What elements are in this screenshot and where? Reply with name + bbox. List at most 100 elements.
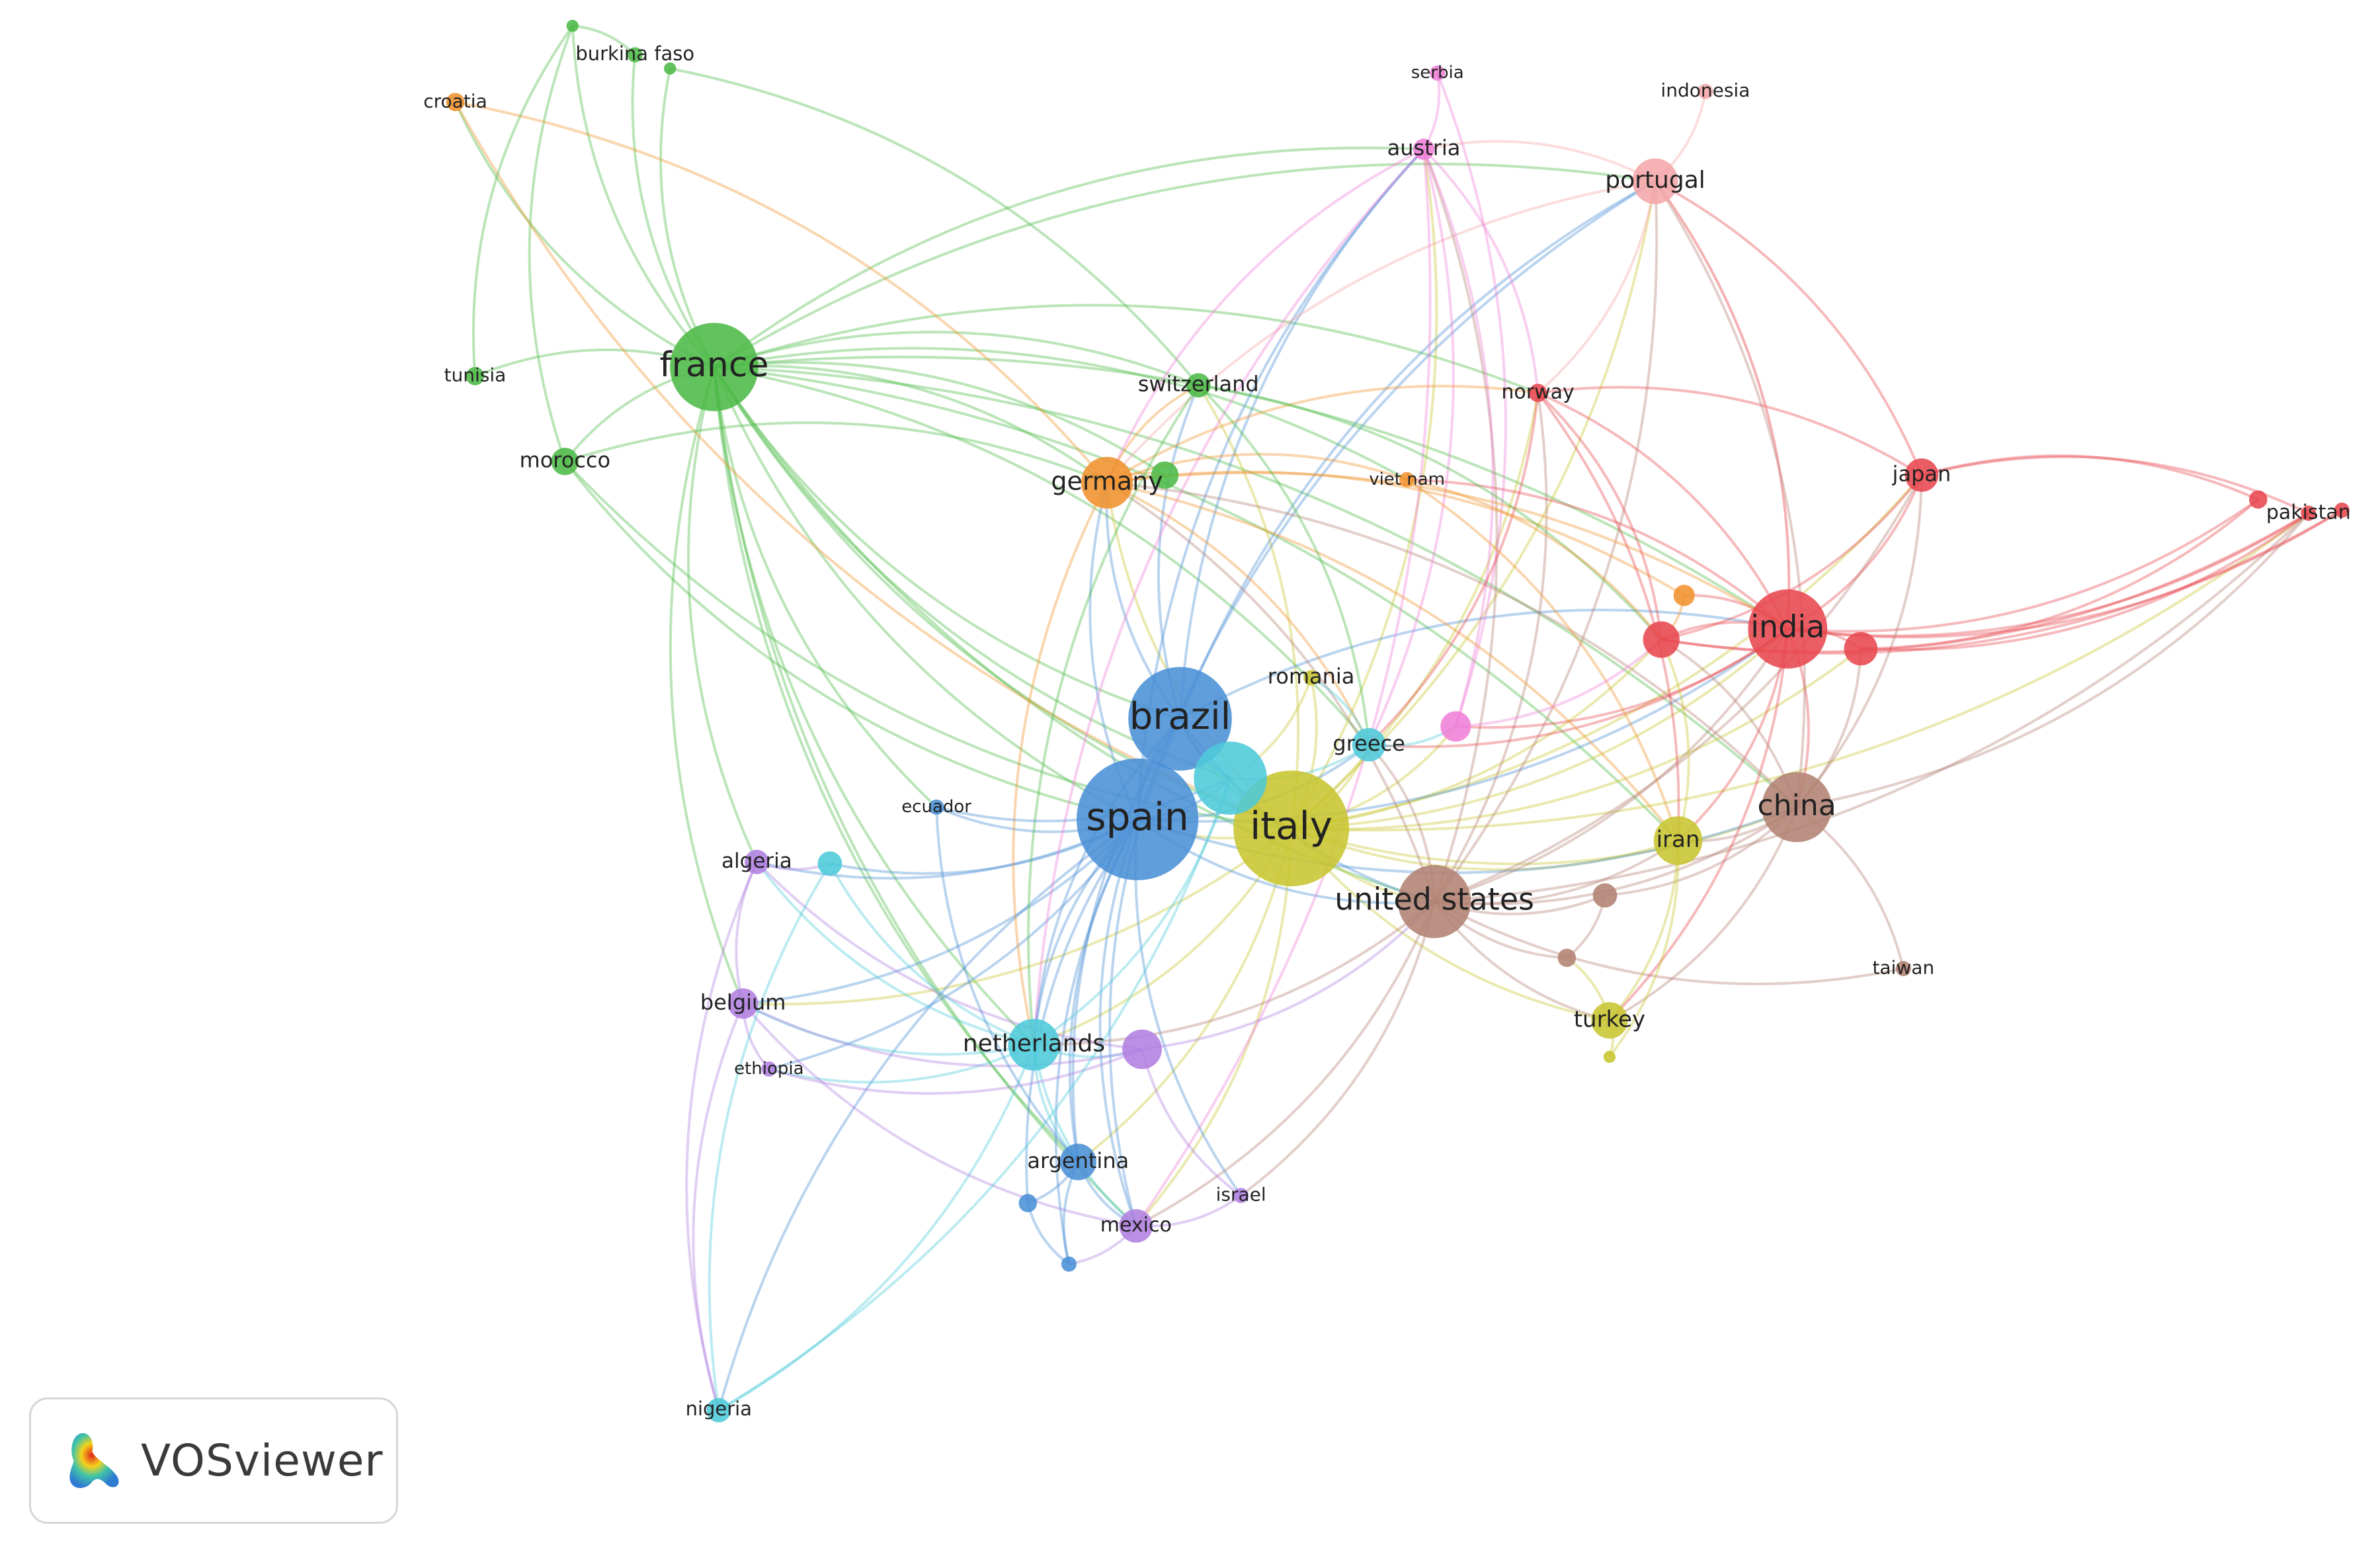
link-u_purple_nl-israel xyxy=(1141,1049,1242,1197)
node-algeria[interactable] xyxy=(745,849,769,874)
node-taiwan[interactable] xyxy=(1895,961,1911,976)
node-india[interactable] xyxy=(1748,589,1828,669)
link-burkina_faso-u_green_top xyxy=(572,24,636,56)
node-u-green-bf[interactable] xyxy=(664,62,677,75)
node-u-brown-1[interactable] xyxy=(1592,883,1618,908)
node-germany[interactable] xyxy=(1081,456,1133,509)
link-india-portugal xyxy=(1654,180,1791,630)
link-china-pakistan xyxy=(1796,512,2310,809)
node-u-green-top[interactable] xyxy=(566,19,579,32)
label-united-states: united states xyxy=(1334,882,1534,917)
link-u_purple_nl-ethiopia xyxy=(768,1048,1143,1095)
node-u-green-germany[interactable] xyxy=(1151,461,1179,489)
node-brazil[interactable] xyxy=(1128,667,1232,771)
node-turkey[interactable] xyxy=(1591,1002,1628,1039)
link-portugal-norway xyxy=(1537,181,1657,394)
node-u-purple-nl[interactable] xyxy=(1122,1029,1162,1069)
node-nigeria[interactable] xyxy=(706,1397,731,1423)
node-romania[interactable] xyxy=(1303,670,1319,686)
label-ecuador: ecuador xyxy=(901,797,971,817)
node-u-red-pk[interactable] xyxy=(2249,490,2268,509)
link-u_red_pk-u_red_2 xyxy=(1860,498,2260,650)
node-mexico[interactable] xyxy=(1119,1209,1153,1243)
node-croatia[interactable] xyxy=(446,93,465,112)
node-belgium[interactable] xyxy=(727,988,759,1019)
link-germany-india xyxy=(1106,471,1789,630)
label-portugal: portugal xyxy=(1605,167,1705,194)
node-u-cyan-algeria[interactable] xyxy=(817,851,842,876)
link-austria-mexico xyxy=(1135,149,1432,1227)
node-ecuador[interactable] xyxy=(928,799,944,815)
link-u_purple_nl-algeria xyxy=(755,860,1143,1051)
node-serbia[interactable] xyxy=(1430,65,1446,81)
node-spain[interactable] xyxy=(1077,758,1199,880)
node-norway[interactable] xyxy=(1528,384,1547,402)
node-ethiopia[interactable] xyxy=(761,1061,777,1077)
link-india-turkey xyxy=(1608,628,1789,1022)
node-pakistan[interactable] xyxy=(2301,505,2317,521)
node-u-pink-1[interactable] xyxy=(1440,711,1471,742)
node-indonesia[interactable] xyxy=(1698,83,1713,99)
link-norway-greece xyxy=(1368,392,1539,746)
node-u-cyan-center[interactable] xyxy=(1194,741,1267,815)
node-u-red-2[interactable] xyxy=(1844,632,1878,666)
node-france[interactable] xyxy=(670,323,759,411)
link-france-portugal xyxy=(713,162,1656,368)
link-u_purple_nl-belgium xyxy=(742,1002,1143,1067)
vosviewer-logo-icon xyxy=(69,1433,119,1488)
link-u_green_bf-switzerland xyxy=(669,67,1200,386)
node-u-red-1[interactable] xyxy=(1643,621,1680,658)
link-algeria-nigeria xyxy=(685,861,759,1411)
link-serbia-u_pink_1 xyxy=(1436,72,1507,728)
node-greece[interactable] xyxy=(1352,728,1386,762)
link-spain-nigeria xyxy=(717,818,1139,1411)
label-pakistan: pakistan xyxy=(2266,501,2351,524)
node-israel[interactable] xyxy=(1233,1188,1249,1204)
node-u-yellow-1[interactable] xyxy=(1603,1050,1616,1063)
link-france-mexico xyxy=(712,366,1137,1228)
link-france-norway xyxy=(714,304,1539,394)
node-u-red-pk2[interactable] xyxy=(2334,502,2350,518)
label-japan: japan xyxy=(1892,461,1951,486)
link-india-u_red_pk xyxy=(1787,498,2259,633)
link-u_pink_1-u_red_1 xyxy=(1456,638,1662,728)
node-burkina-faso[interactable] xyxy=(627,47,643,63)
link-france-ecuador xyxy=(712,366,938,808)
node-austria[interactable] xyxy=(1413,138,1435,160)
link-united_states-japan xyxy=(1434,474,1923,903)
node-morocco[interactable] xyxy=(551,448,579,476)
link-netherlands-ethiopia xyxy=(768,1043,1035,1084)
link-germany-viet_nam xyxy=(1106,452,1408,484)
link-india-viet_nam xyxy=(1407,478,1789,630)
node-u-blue-arg2[interactable] xyxy=(1061,1256,1077,1272)
link-france-burkina_faso xyxy=(631,54,716,368)
link-iran-u_red_1 xyxy=(1660,639,1690,841)
link-france-brazil xyxy=(713,366,1181,720)
label-tunisia: tunisia xyxy=(444,364,507,386)
link-united_states-netherlands xyxy=(1034,900,1436,1046)
node-u-brown-2[interactable] xyxy=(1557,948,1577,968)
node-tunisia[interactable] xyxy=(466,366,485,386)
node-viet-nam[interactable] xyxy=(1399,472,1415,487)
node-switzerland[interactable] xyxy=(1186,373,1211,397)
link-switzerland-netherlands xyxy=(1027,384,1200,1045)
node-united-states[interactable] xyxy=(1397,864,1471,938)
link-germany-greece xyxy=(1106,481,1370,745)
node-u-blue-arg1[interactable] xyxy=(1018,1194,1038,1212)
link-united_states-china xyxy=(1434,806,1798,905)
node-japan[interactable] xyxy=(1905,458,1939,492)
node-iran[interactable] xyxy=(1653,816,1703,865)
link-austria-germany xyxy=(1106,147,1424,483)
node-argentina[interactable] xyxy=(1059,1144,1096,1181)
link-france-greece xyxy=(714,365,1370,746)
link-belgium-mexico xyxy=(742,1003,1137,1228)
node-china[interactable] xyxy=(1762,772,1832,843)
link-austria-u_pink_1 xyxy=(1422,148,1495,727)
node-portugal[interactable] xyxy=(1632,158,1678,204)
node-u-orange-1[interactable] xyxy=(1673,585,1695,606)
link-united_states-norway xyxy=(1433,392,1548,903)
link-india-greece xyxy=(1368,628,1789,749)
label-switzerland: switzerland xyxy=(1138,372,1259,397)
node-netherlands[interactable] xyxy=(1008,1019,1060,1071)
node-italy[interactable] xyxy=(1233,770,1350,887)
